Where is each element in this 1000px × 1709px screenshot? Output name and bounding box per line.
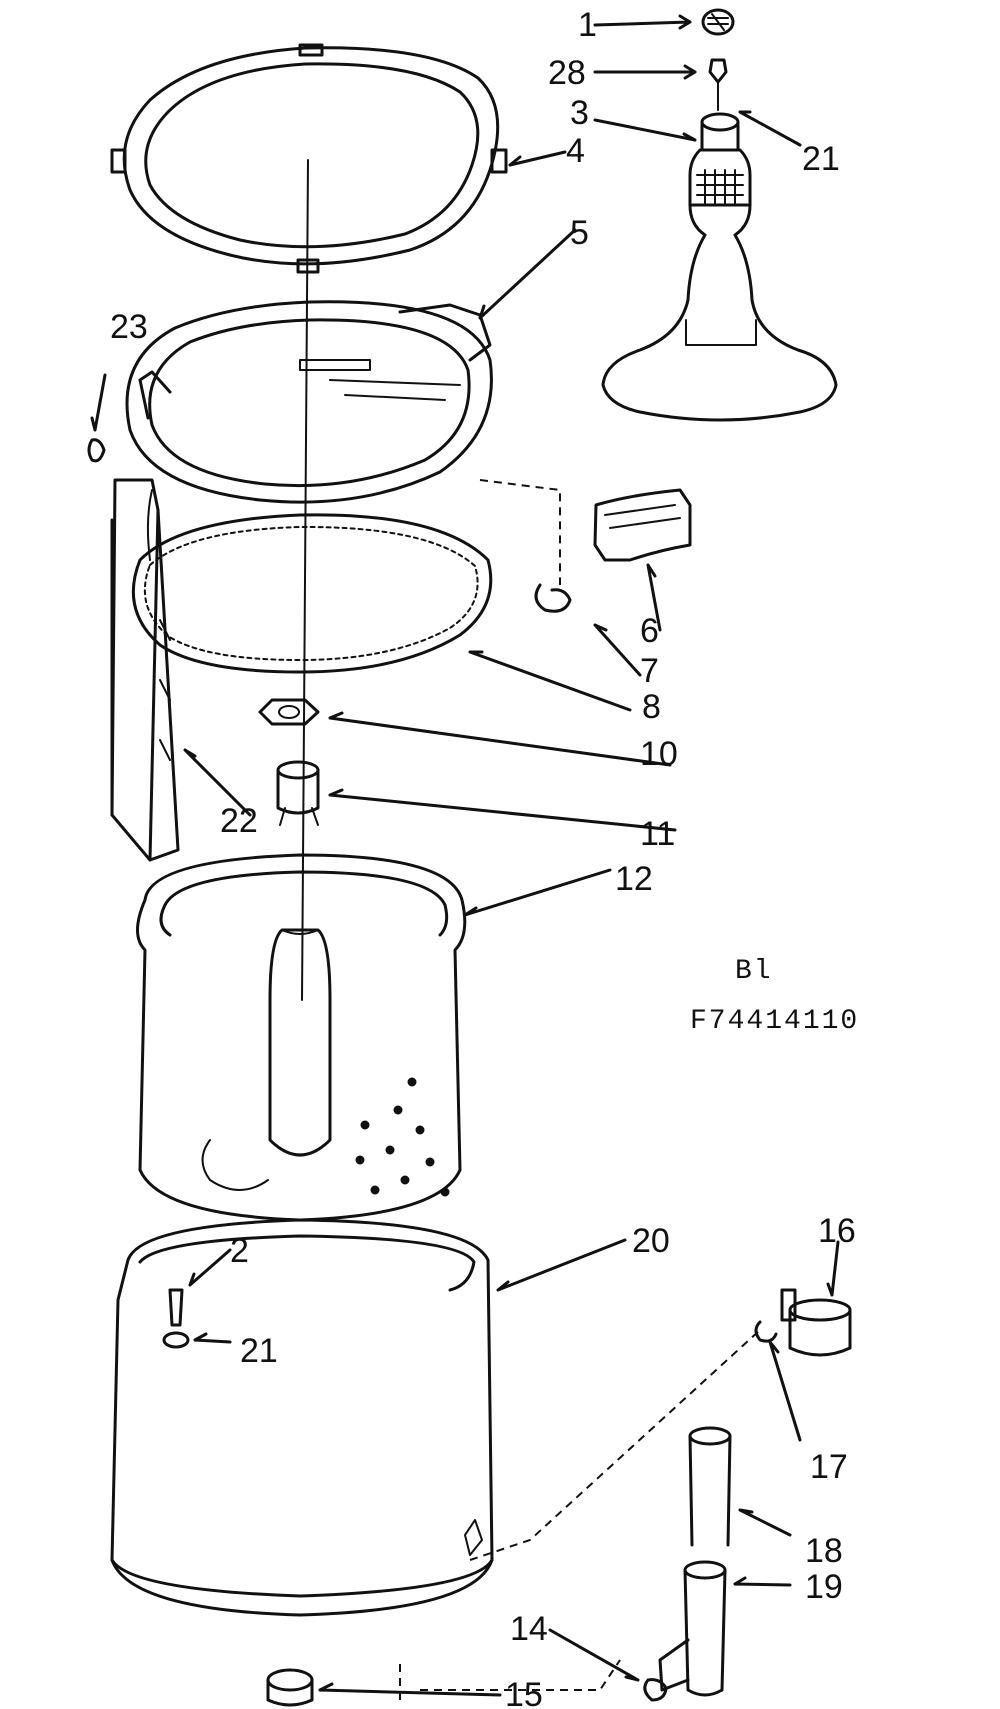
- label-part-20: 20: [632, 1222, 670, 1260]
- part-17-clamp: [754, 1320, 778, 1343]
- label-part-23: 23: [110, 308, 148, 346]
- part-23-clip: [87, 438, 106, 463]
- reference-code: F74414110: [690, 1006, 859, 1037]
- part-7-hook: [534, 583, 572, 613]
- label-part-10: 10: [640, 735, 678, 773]
- label-part-17: 17: [810, 1448, 848, 1486]
- part-20-outer-tub: [110, 1218, 494, 1617]
- part-3-agitator: [601, 112, 838, 422]
- part-18-tube: [688, 1426, 732, 1547]
- label-part-12: 12: [615, 860, 653, 898]
- label-part-6: 6: [640, 612, 659, 650]
- label-part-18: 18: [805, 1532, 843, 1570]
- part-2-bolt: [168, 1288, 184, 1327]
- part-5-tub-cover: [125, 300, 493, 504]
- part-16-pump: [780, 1288, 852, 1357]
- part-21-lower-washer: [162, 1331, 190, 1349]
- label-part-2: 2: [230, 1232, 249, 1270]
- part-11-coupling: [276, 760, 320, 826]
- part-28-fastener: [708, 58, 728, 111]
- part-15-bottom-nut: [266, 1668, 314, 1707]
- leader-arrows: [90, 14, 840, 1697]
- label-part-19: 19: [805, 1568, 843, 1606]
- label-part-8: 8: [642, 688, 661, 726]
- label-part-21-lower: 21: [240, 1332, 278, 1370]
- assembly-lines: [301, 159, 761, 1700]
- label-part-4: 4: [566, 132, 585, 170]
- part-4-top-ring: [110, 43, 508, 274]
- label-part-21-upper: 21: [802, 140, 840, 178]
- part-6-bracket: [593, 488, 692, 562]
- part-22-side-panel: [110, 478, 180, 862]
- part-14-elbow: [643, 1678, 668, 1702]
- label-part-11: 11: [640, 815, 675, 853]
- label-part-22: 22: [220, 802, 258, 840]
- part-19-drain-fitting: [658, 1560, 727, 1697]
- basket-holes: [355, 1077, 450, 1197]
- label-part-1: 1: [578, 6, 597, 44]
- label-part-15: 15: [505, 1676, 543, 1709]
- reference-line-1: Bl: [735, 956, 773, 987]
- label-part-28: 28: [548, 54, 586, 92]
- label-part-14: 14: [510, 1610, 548, 1648]
- label-part-7: 7: [640, 652, 659, 690]
- part-12-spin-basket: [136, 853, 467, 1222]
- part-1-cap: [701, 8, 735, 36]
- label-part-5: 5: [570, 214, 589, 252]
- part-8-gasket: [131, 513, 493, 674]
- label-part-3: 3: [570, 94, 589, 132]
- part-10-nut: [258, 698, 320, 726]
- label-part-16: 16: [818, 1212, 856, 1250]
